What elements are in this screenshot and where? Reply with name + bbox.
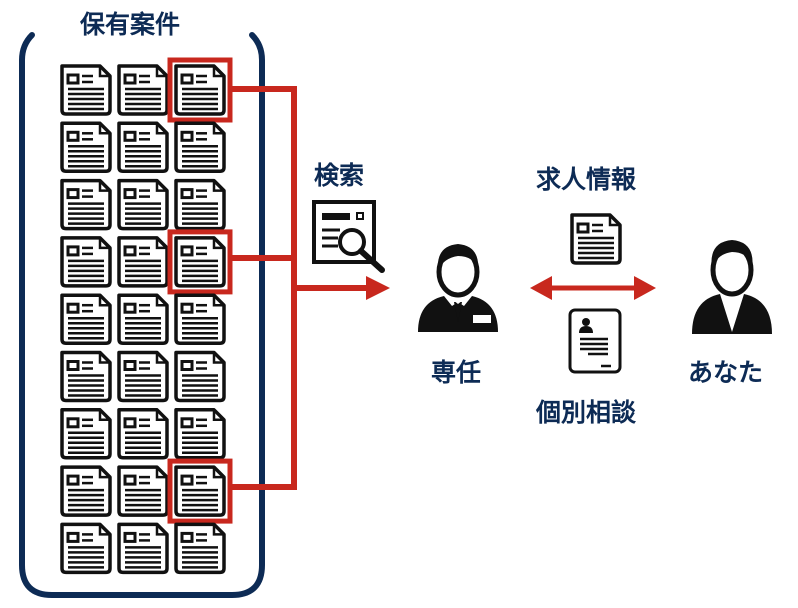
search-document-icon: [312, 200, 385, 273]
search-label: 検索: [314, 161, 365, 190]
document-icon: [60, 408, 112, 460]
document-icon: [60, 121, 112, 174]
arrow-right-icon: [366, 276, 390, 300]
document-icon: [117, 522, 169, 575]
document-icon: [60, 178, 112, 231]
double-arrow-icon: [530, 276, 656, 300]
document-icon: [174, 293, 226, 345]
job-document-icon: [570, 213, 622, 265]
consultant-label: 専任: [431, 358, 482, 387]
document-icon: [174, 64, 226, 116]
document-icon: [117, 350, 169, 403]
search-connector: [230, 86, 368, 490]
document-icon: [60, 522, 112, 575]
highlight-box: [167, 458, 233, 524]
holdings-label: 保有案件: [80, 10, 181, 39]
document-icon: [174, 522, 226, 575]
document-icon: [117, 408, 169, 460]
holdings-container: [19, 32, 265, 598]
document-icon: [174, 350, 226, 403]
document-icon: [117, 121, 169, 174]
highlight-box: [167, 229, 233, 295]
document-icon: [117, 465, 169, 517]
job-info-label: 求人情報: [536, 165, 637, 194]
document-icon: [174, 121, 226, 174]
user-person-icon: [692, 240, 772, 334]
document-icon: [174, 465, 226, 517]
document-icon: [174, 408, 226, 460]
document-grid: [60, 57, 233, 575]
document-icon: [117, 236, 169, 288]
document-icon: [174, 178, 226, 231]
document-icon: [60, 64, 112, 116]
consultant-person-icon: [418, 244, 498, 332]
document-icon: [60, 293, 112, 345]
document-icon: [60, 236, 112, 288]
document-icon: [60, 350, 112, 403]
document-icon: [174, 236, 226, 288]
document-icon: [60, 465, 112, 517]
document-icon: [117, 64, 169, 116]
document-icon: [117, 293, 169, 345]
consultation-label: 個別相談: [536, 398, 637, 427]
document-icon: [117, 178, 169, 231]
you-label: あなた: [688, 358, 764, 387]
resume-icon: [568, 308, 622, 374]
